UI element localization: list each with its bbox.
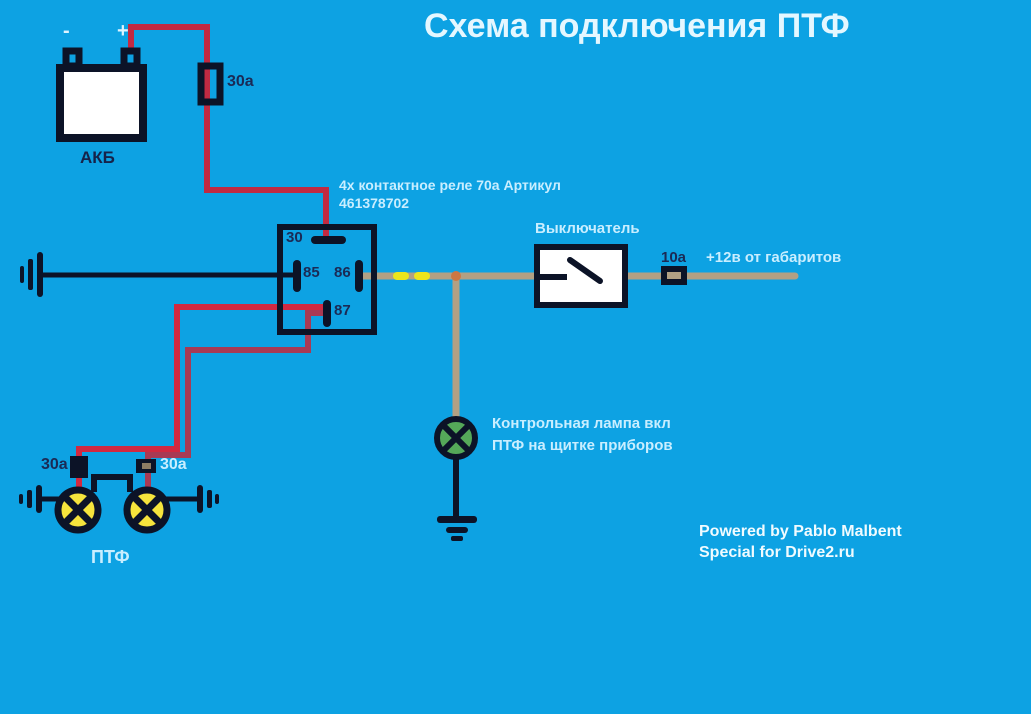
lamp-cross	[60, 492, 96, 528]
battery	[56, 47, 147, 142]
switch-label: Выключатель	[535, 220, 640, 237]
indicator-label-line2: ПТФ на щитке приборов	[492, 437, 673, 454]
relay-ground	[20, 252, 297, 297]
battery-minus-label: -	[63, 20, 70, 42]
page-title: Схема подключения ПТФ	[424, 7, 850, 45]
relay	[277, 224, 377, 335]
relay-pin30-bar	[311, 236, 346, 244]
switch	[534, 244, 628, 308]
yellow-dash	[414, 272, 430, 280]
right-fog-fuse-element	[142, 463, 151, 469]
lamp-cross	[440, 422, 472, 454]
switch-blade	[567, 257, 603, 284]
battery-fuse	[197, 62, 224, 106]
feed-fuse-label: 10а	[661, 249, 687, 266]
ground-bar	[446, 527, 468, 533]
signal-wire-tan	[355, 271, 799, 420]
indicator-label-line1: Контрольная лампа вкл	[492, 415, 671, 432]
relay-label-line1: 4х контактное реле 70а Артикул	[339, 177, 561, 193]
relay-pin86-label: 86	[334, 264, 351, 281]
yellow-dash	[393, 272, 409, 280]
battery-terminal-minus	[62, 47, 83, 70]
relay-label-line2: 461378702	[339, 195, 410, 211]
relay-pin87-bar	[323, 300, 331, 327]
ground-bar	[215, 494, 219, 504]
ground-bar	[37, 252, 43, 297]
right-fog-fuse-label: 30а	[160, 456, 187, 473]
ground-bar	[36, 485, 42, 513]
relay-pin87-label: 87	[334, 302, 351, 319]
footer-credit-line1: Powered by Pablo Malbent	[699, 523, 902, 540]
left-fog-fuse	[70, 456, 88, 478]
ground-bar	[437, 516, 477, 523]
battery-to-relay-wire	[128, 24, 329, 241]
ground-bar	[19, 494, 23, 504]
battery-fuse-label: 30а	[227, 73, 254, 90]
feed-fuse	[661, 266, 687, 285]
battery-plus-label: +	[117, 20, 129, 42]
relay-pin86-bar	[355, 260, 363, 292]
ground-bar	[20, 266, 24, 283]
indicator-lamp-branch	[434, 416, 478, 541]
left-fog-fuse-label: 30а	[41, 456, 68, 473]
fog-lamp-assembly	[19, 456, 219, 534]
relay-pin85-bar	[293, 260, 301, 292]
fog-lamps-label: ПТФ	[91, 547, 130, 567]
ground-bar	[28, 259, 33, 290]
wire-87-to-right-fog	[145, 310, 326, 492]
ground-bar	[27, 490, 32, 508]
wire-junction-dot	[451, 271, 461, 281]
relay-pin85-label: 85	[303, 264, 320, 281]
battery-body	[56, 64, 147, 142]
ground-bar	[451, 536, 463, 541]
plus12v-label: +12в от габаритов	[706, 249, 842, 266]
fog-lamp-bridge-wire	[91, 474, 133, 492]
feed-fuse-element	[667, 272, 681, 279]
battery-terminal-plus	[120, 47, 141, 70]
ground-bar	[207, 490, 212, 508]
ground-bar	[197, 485, 203, 513]
footer-credit-line2: Special for Drive2.ru	[699, 544, 855, 561]
lamp-cross	[129, 492, 165, 528]
relay-box	[277, 224, 377, 335]
relay-pin30-label: 30	[286, 229, 303, 246]
battery-label: АКБ	[80, 148, 115, 167]
